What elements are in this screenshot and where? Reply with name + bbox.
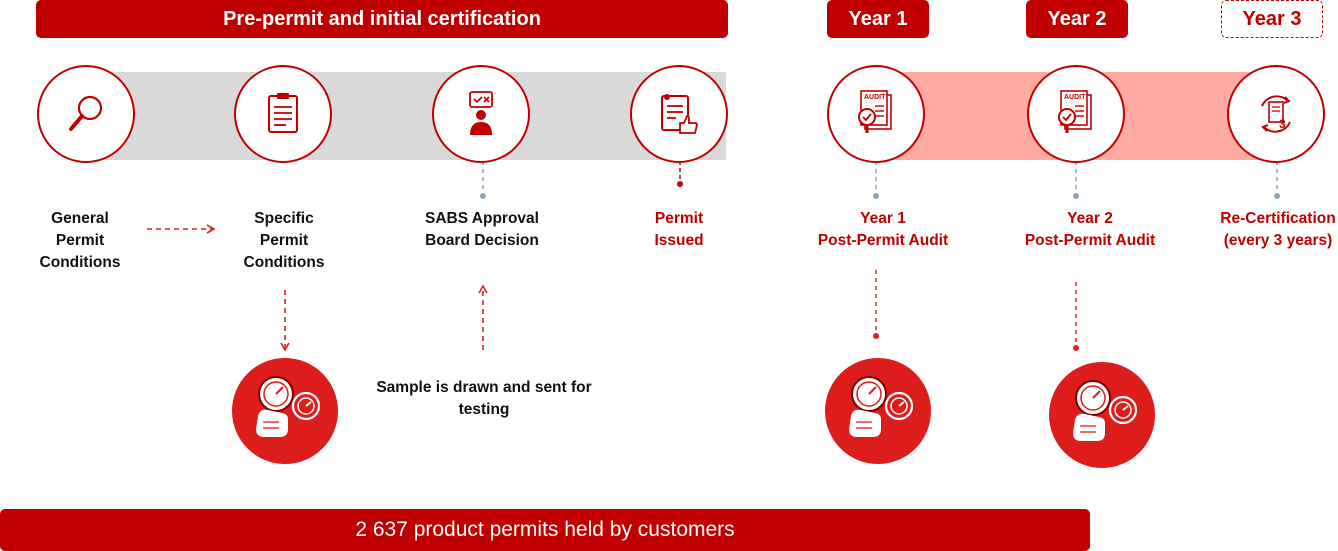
step-circle-year2-audit: AUDIT <box>1027 65 1125 163</box>
pressure-gauge-testing-icon <box>256 376 321 437</box>
label-re-certification: Re-Certification(every 3 years) <box>1220 210 1336 249</box>
step-circle-year1-audit: AUDIT <box>827 65 925 163</box>
permit-approved-icon <box>661 94 698 134</box>
step-circle-general <box>37 65 135 163</box>
step-circle-recertification: 3 <box>1227 65 1325 163</box>
pressure-gauge-testing-icon <box>1073 380 1138 441</box>
year-3-header: Year 3 <box>1221 0 1323 38</box>
magnifier-icon <box>69 95 103 131</box>
audit-document-icon: AUDIT <box>1058 90 1092 133</box>
step-circle-specific <box>234 65 332 163</box>
svg-text:AUDIT: AUDIT <box>1064 94 1086 101</box>
step-circle-permit <box>630 65 728 163</box>
phase-header: Pre-permit and initial certification <box>36 0 728 38</box>
clipboard-icon <box>268 93 298 133</box>
board-decision-icon <box>469 91 493 135</box>
pressure-gauge-testing-icon <box>849 376 914 437</box>
step-circle-decision <box>432 65 530 163</box>
svg-text:3: 3 <box>1279 117 1286 131</box>
sample-testing-note: Sample is drawn and sent for testing <box>376 379 592 418</box>
testing-disc-year2 <box>1049 362 1155 468</box>
permits-held-banner: 2 637 product permits held by customers <box>0 509 1090 551</box>
recertification-cycle-icon: 3 <box>1261 95 1291 133</box>
pre-permit-band <box>86 72 726 160</box>
testing-disc-pre-permit <box>232 358 338 464</box>
testing-disc-year1 <box>825 358 931 464</box>
audit-document-icon: AUDIT <box>858 90 892 133</box>
year-2-header: Year 2 <box>1026 0 1128 38</box>
year-1-header: Year 1 <box>827 0 929 38</box>
svg-text:AUDIT: AUDIT <box>864 94 886 101</box>
